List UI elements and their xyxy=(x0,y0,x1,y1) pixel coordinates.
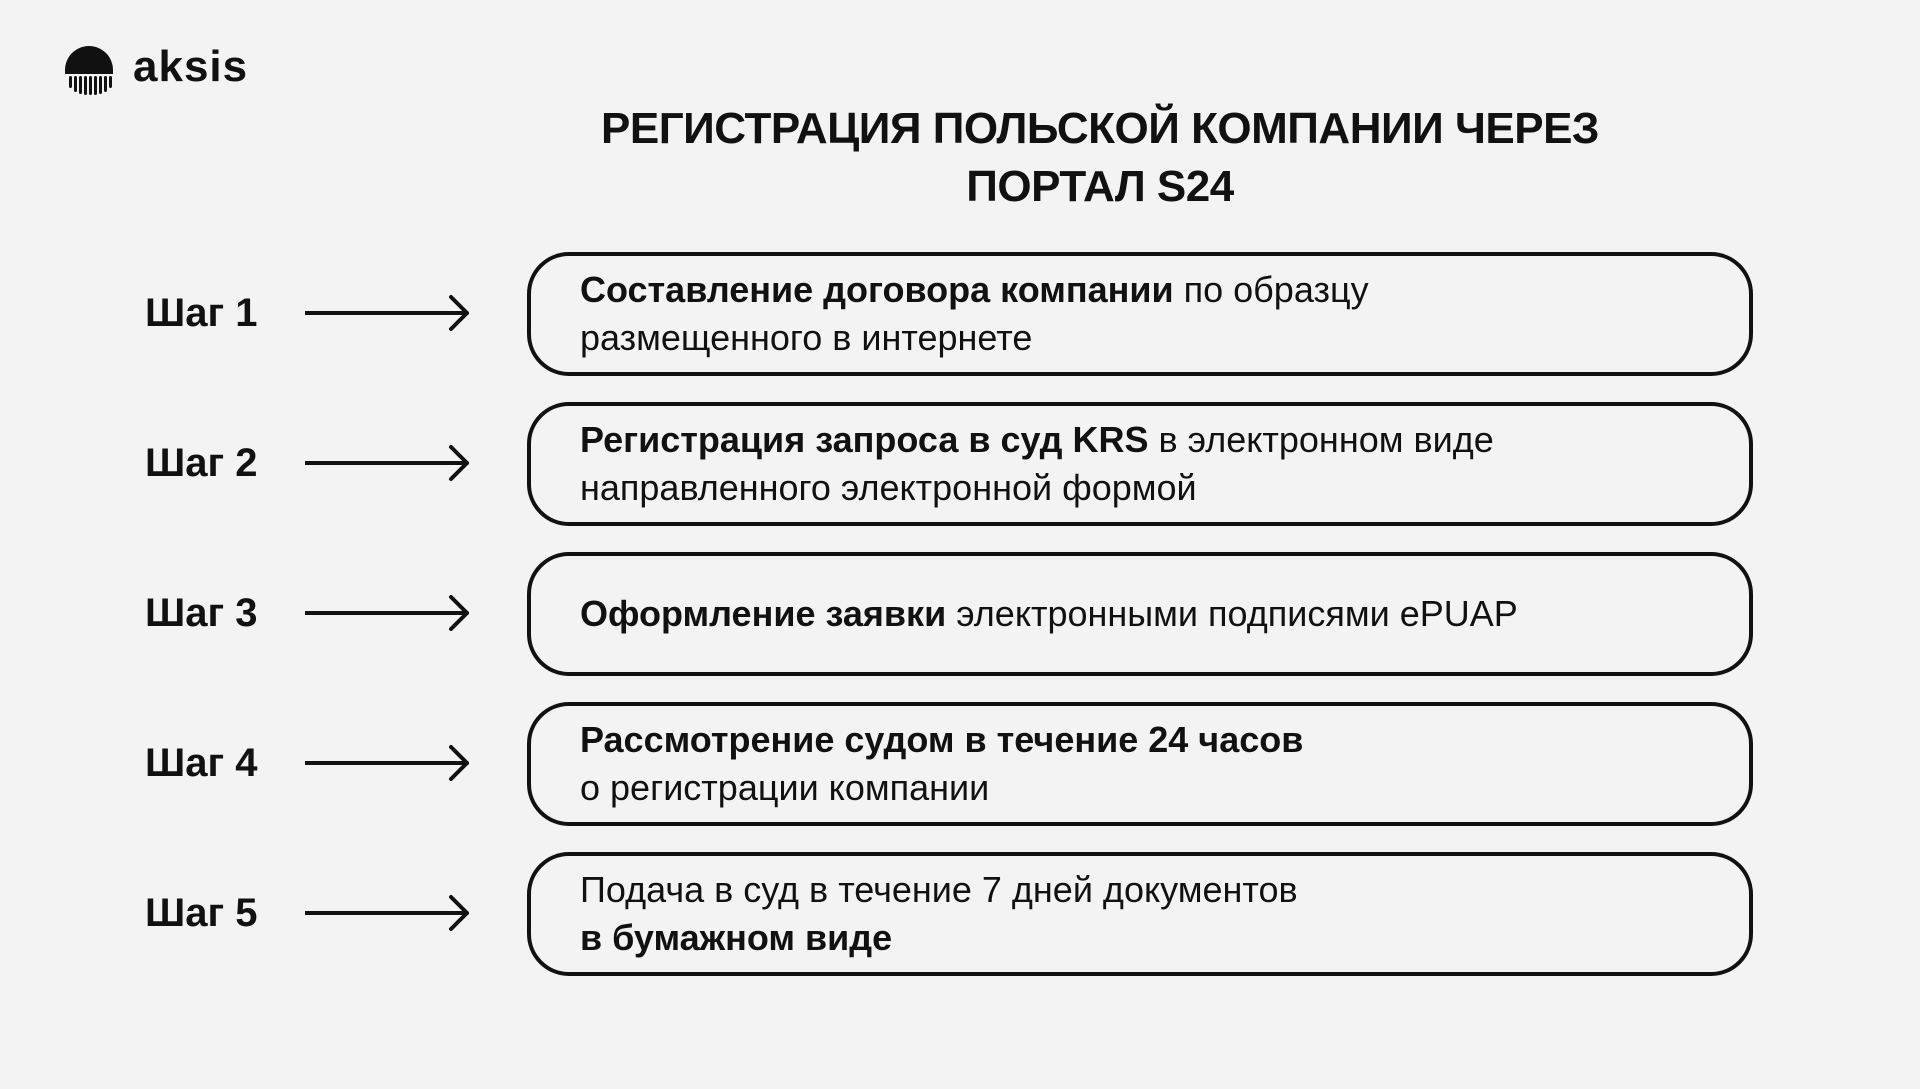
step-text-bold: в бумажном виде xyxy=(580,917,893,958)
step-text-line-2: размещенного в интернете xyxy=(580,314,1749,362)
step-text-line-1: Рассмотрение судом в течение 24 часов xyxy=(580,716,1749,764)
step-text-line-1: Подача в суд в течение 7 дней документов xyxy=(580,866,1749,914)
right-arrow-icon xyxy=(305,745,469,781)
right-arrow-icon xyxy=(305,295,469,331)
step-label: Шаг 1 xyxy=(145,290,258,335)
step-label: Шаг 3 xyxy=(145,590,258,635)
brand-logo: aksis xyxy=(63,44,248,96)
step-box: Подача в суд в течение 7 дней документов… xyxy=(527,852,1753,976)
step-text-line-2: в бумажном виде xyxy=(580,914,1749,962)
step-label: Шаг 5 xyxy=(145,890,258,935)
logo-icon xyxy=(65,46,113,95)
right-arrow-icon xyxy=(305,595,469,631)
step-4: Шаг 4 Рассмотрение судом в течение 24 ча… xyxy=(0,702,1920,826)
step-text-line-1: Оформление заявки электронными подписями… xyxy=(580,590,1749,638)
step-text-bold: Рассмотрение судом в течение 24 часов xyxy=(580,719,1304,760)
step-text-normal: электронными подписями ePUAP xyxy=(946,593,1518,634)
step-5: Шаг 5 Подача в суд в течение 7 дней доку… xyxy=(0,852,1920,976)
step-3: Шаг 3 Оформление заявки электронными под… xyxy=(0,552,1920,676)
step-text-bold: Составление договора компании xyxy=(580,269,1174,310)
step-text-line-2: направленного электронной формой xyxy=(580,464,1749,512)
right-arrow-icon xyxy=(305,895,469,931)
step-label: Шаг 2 xyxy=(145,440,258,485)
brand-name: aksis xyxy=(133,42,249,91)
step-text-normal: по образцу xyxy=(1173,269,1369,310)
step-box: Регистрация запроса в суд KRS в электрон… xyxy=(527,402,1753,526)
page-title-line-2: ПОРТАЛ S24 xyxy=(966,162,1234,211)
step-text-normal: в электронном виде xyxy=(1148,419,1494,460)
step-box: Рассмотрение судом в течение 24 часов о … xyxy=(527,702,1753,826)
step-label: Шаг 4 xyxy=(145,740,258,785)
page-title-line-1: РЕГИСТРАЦИЯ ПОЛЬСКОЙ КОМПАНИИ ЧЕРЕЗ xyxy=(601,104,1599,153)
step-text-normal: Подача в суд в течение 7 дней документов xyxy=(580,869,1298,910)
step-2: Шаг 2 Регистрация запроса в суд KRS в эл… xyxy=(0,402,1920,526)
right-arrow-icon xyxy=(305,445,469,481)
step-text-line-2: о регистрации компании xyxy=(580,764,1749,812)
step-text-bold: Регистрация запроса в суд KRS xyxy=(580,419,1149,460)
step-text-normal: о регистрации компании xyxy=(580,767,990,808)
step-text-normal: размещенного в интернете xyxy=(580,317,1033,358)
step-box: Составление договора компании по образцу… xyxy=(527,252,1753,376)
step-text-bold: Оформление заявки xyxy=(580,593,947,634)
step-box: Оформление заявки электронными подписями… xyxy=(527,552,1753,676)
step-text-line-1: Регистрация запроса в суд KRS в электрон… xyxy=(580,416,1749,464)
step-text-normal: направленного электронной формой xyxy=(580,467,1197,508)
step-text-line-1: Составление договора компании по образцу xyxy=(580,266,1749,314)
step-1: Шаг 1 Составление договора компании по о… xyxy=(0,252,1920,376)
page-title: РЕГИСТРАЦИЯ ПОЛЬСКОЙ КОМПАНИИ ЧЕРЕЗ ПОРТ… xyxy=(400,100,1800,216)
